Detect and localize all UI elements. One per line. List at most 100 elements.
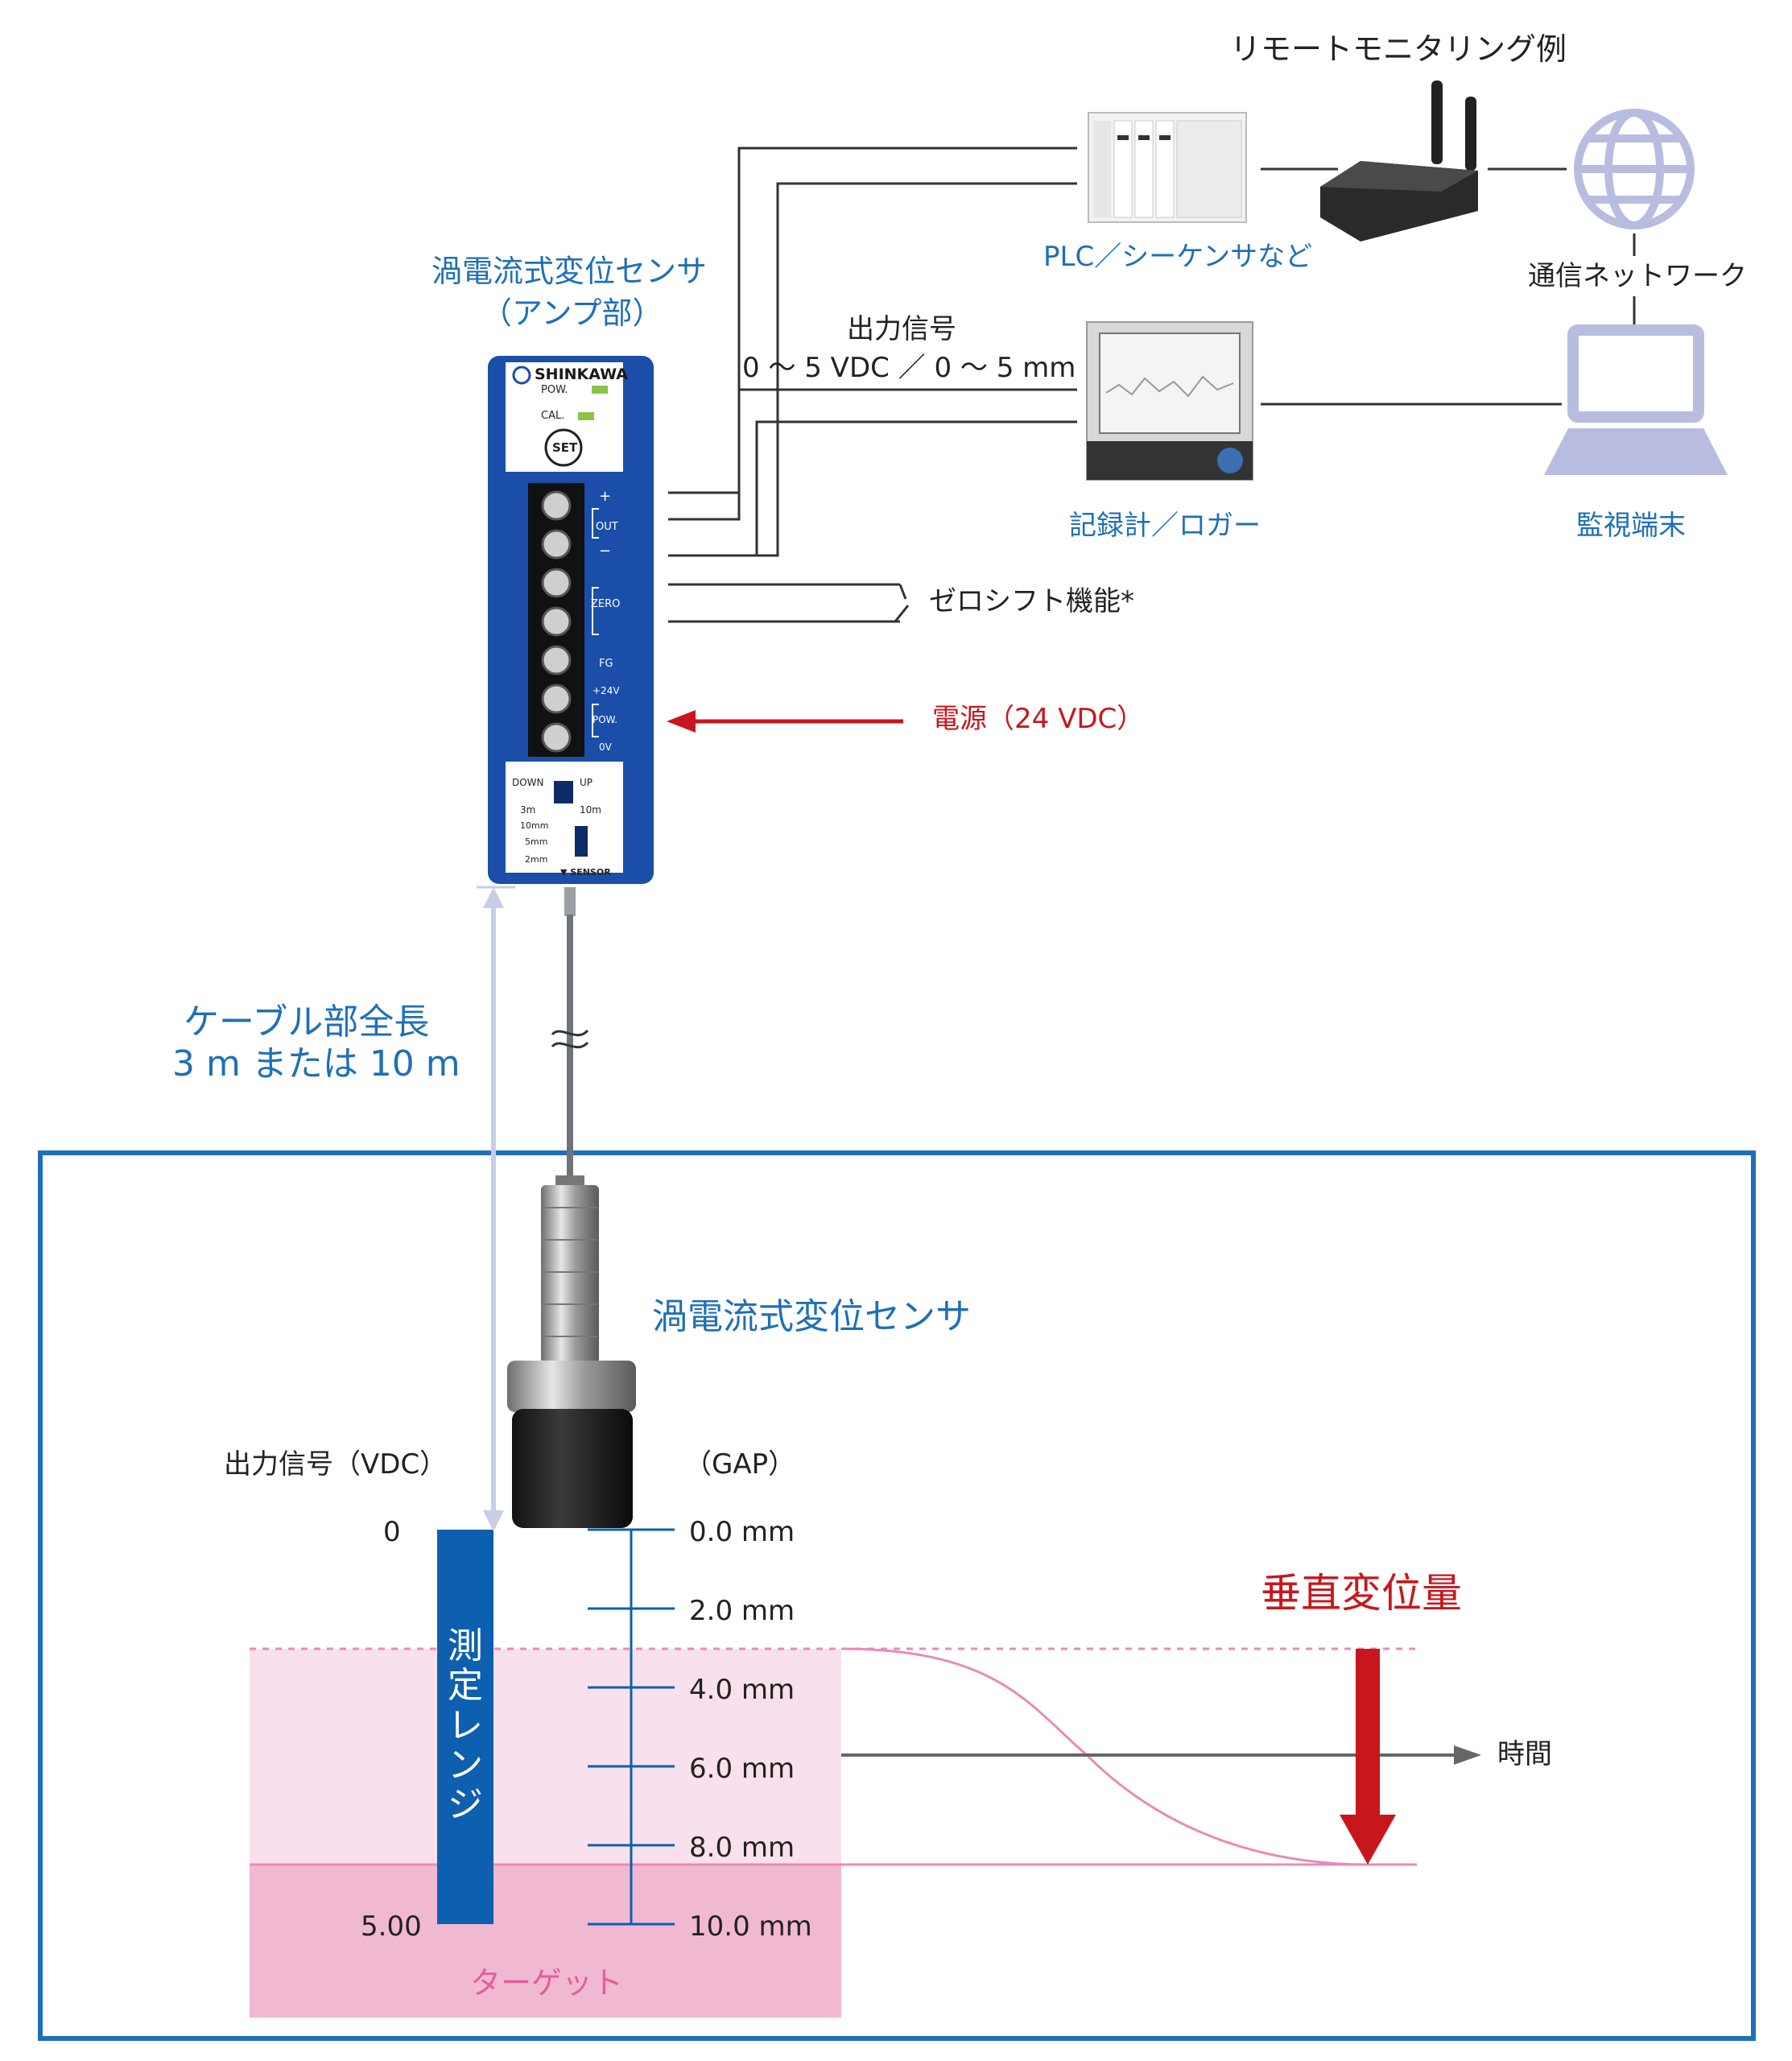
bracket-zero — [592, 587, 599, 635]
cable-connector — [564, 887, 576, 916]
plc-module — [1176, 120, 1242, 218]
target-block — [250, 1865, 841, 2018]
vdc-max: 5.00 — [361, 1910, 422, 1943]
time-label: 時間 — [1497, 1738, 1552, 1770]
recorder-label: 記録計／ロガー — [1069, 510, 1261, 542]
gateway-top — [1320, 161, 1478, 192]
gap-axis-ticks — [588, 1528, 675, 1926]
recorder-icon — [1086, 321, 1253, 481]
device-sensor-label: ▼ SENSOR — [560, 867, 611, 878]
plc-led — [1138, 135, 1150, 140]
wire-recorder-plus — [668, 388, 1077, 521]
device-2mm-label: 2mm — [525, 854, 548, 865]
device-out-label: OUT — [596, 521, 618, 533]
sensor-label: 渦電流式変位センサ — [652, 1296, 971, 1337]
probe-threads — [543, 1207, 597, 1337]
amplifier-bottom-panel — [506, 762, 623, 873]
device-set-label: SET — [552, 440, 578, 455]
amp-label-line2: （アンプ部） — [481, 295, 663, 331]
cable-length-arrowhead-top — [483, 887, 504, 908]
device-24v-label: +24V — [593, 685, 620, 696]
screw-icon — [541, 722, 572, 753]
gap-tick-label: 8.0 mm — [689, 1832, 795, 1864]
antenna — [1431, 81, 1443, 164]
screw-icon — [541, 684, 572, 714]
probe-hex-nut — [507, 1361, 636, 1412]
recorder-screen — [1099, 332, 1241, 434]
vertical-displacement-label: 垂直変位量 — [1261, 1570, 1462, 1617]
device-up-label: UP — [580, 777, 593, 788]
output-vdc-label: 出力信号（VDC） — [224, 1448, 448, 1481]
bracket-pow — [592, 704, 599, 737]
antenna — [1465, 97, 1476, 171]
device-plus: + — [599, 488, 612, 505]
probe-threaded-body — [541, 1185, 599, 1364]
cable-break-symbol — [551, 1029, 589, 1049]
set-button[interactable] — [544, 428, 583, 467]
wiring — [668, 147, 1636, 623]
output-signal-line1: 出力信号 — [847, 313, 956, 345]
gap-tick-label: 4.0 mm — [689, 1674, 795, 1706]
globe-icon — [1574, 109, 1695, 229]
device-zero-label: ZERO — [591, 598, 621, 610]
pow-led-icon — [592, 386, 608, 394]
power-arrowhead — [667, 710, 696, 733]
cal-led-icon — [578, 412, 594, 420]
wire-recorder-minus — [668, 420, 1077, 557]
power-label: 電源（24 VDC） — [932, 703, 1145, 735]
terminal-screws — [541, 490, 572, 753]
device-fg-label: FG — [599, 658, 613, 670]
laptop-base — [1544, 428, 1728, 475]
device-pow2-label: POW. — [593, 714, 617, 725]
device-brand: SHINKAWA — [535, 366, 628, 383]
measurement-frame — [38, 1150, 1756, 2041]
laptop-icon — [1544, 324, 1728, 475]
gateway-icon — [1320, 81, 1478, 242]
remote-monitoring-title: リモートモニタリング例 — [1230, 31, 1567, 67]
zero-shift-label: ゼロシフト機能* — [929, 585, 1134, 617]
device-down-label: DOWN — [512, 777, 544, 788]
device-cal-label: CAL. — [541, 410, 565, 422]
device-10m-label: 10m — [580, 804, 601, 816]
vdc-zero: 0 — [383, 1516, 401, 1548]
plc-module — [1155, 120, 1175, 218]
target-label: ターゲット — [470, 1965, 624, 2001]
plc-led — [1117, 135, 1129, 140]
vertical-displacement-arrow-shaft — [1356, 1649, 1380, 1816]
time-axis-arrowhead — [1454, 1745, 1481, 1765]
switch-lever — [894, 605, 910, 622]
range-switch[interactable] — [575, 826, 588, 857]
range-zone — [250, 1649, 841, 1866]
gap-tick-label: 10.0 mm — [689, 1910, 812, 1943]
monitor-label: 監視端末 — [1576, 510, 1686, 542]
screw-icon — [541, 490, 572, 521]
gap-tick-label: 0.0 mm — [689, 1516, 795, 1548]
plc-icon — [1088, 112, 1247, 223]
plc-led — [1159, 135, 1171, 140]
probe-sensing-cap — [512, 1409, 633, 1528]
screw-icon — [541, 645, 572, 675]
cable-length-arrowhead-bottom — [483, 1510, 504, 1531]
screw-icon — [541, 529, 572, 560]
plc-module — [1093, 121, 1111, 217]
laptop-screen — [1567, 324, 1704, 423]
bracket-out — [592, 508, 599, 539]
device-5mm-label: 5mm — [525, 836, 548, 847]
range-bar — [437, 1530, 493, 1924]
screw-icon — [541, 568, 572, 598]
cable-length-line2: 3 m または 10 m — [172, 1043, 460, 1084]
plc-module — [1134, 120, 1154, 218]
cable-length-line1: ケーブル部全長 — [184, 1002, 430, 1043]
plc-label: PLC／シーケンサなど — [1043, 241, 1313, 273]
gap-label: （GAP） — [684, 1448, 796, 1481]
gap-tick-label: 2.0 mm — [689, 1595, 795, 1627]
recorder-dial — [1217, 448, 1243, 473]
output-signal-line2: 0 ～ 5 VDC ／ 0 ～ 5 mm — [742, 352, 1076, 384]
switch-contact — [898, 584, 907, 600]
gap-tick-label: 6.0 mm — [689, 1753, 795, 1785]
device-3m-label: 3m — [520, 804, 536, 816]
screw-icon — [541, 606, 572, 637]
cable-length-switch[interactable] — [554, 781, 573, 803]
